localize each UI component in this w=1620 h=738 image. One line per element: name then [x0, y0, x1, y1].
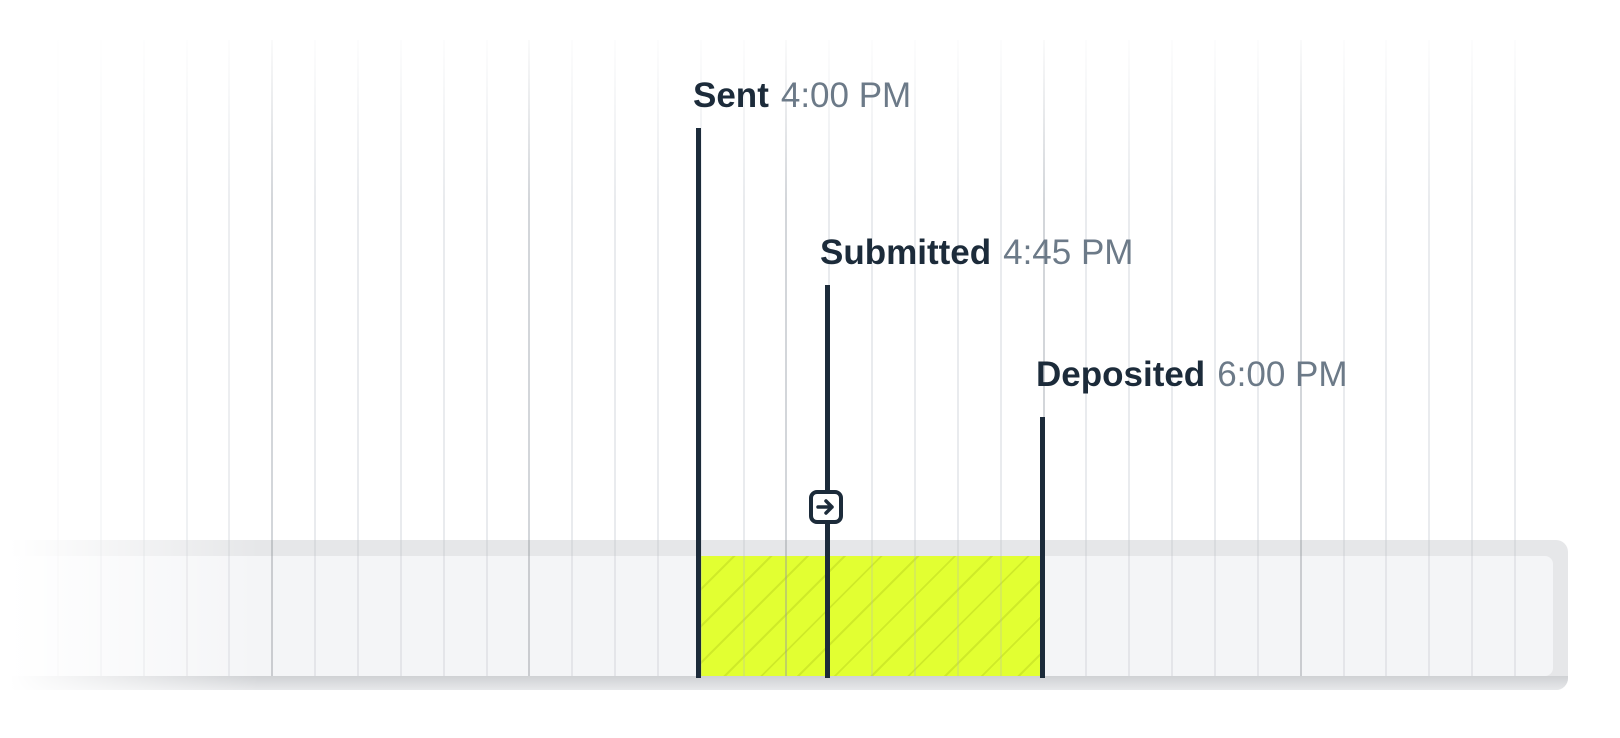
event-name: Deposited — [1036, 355, 1206, 394]
gridline — [486, 40, 488, 680]
gridline — [1471, 540, 1473, 676]
gridline — [1343, 540, 1345, 676]
event-time: 4:00 PM — [780, 76, 912, 115]
gridline — [271, 40, 273, 680]
gridline — [400, 40, 402, 680]
left-fade — [0, 0, 260, 738]
gridline — [1385, 40, 1387, 680]
gridline — [314, 40, 316, 680]
gridline — [1471, 40, 1473, 680]
gridline — [1300, 540, 1302, 676]
arrow-right-icon — [809, 490, 843, 524]
gridline — [1300, 40, 1302, 680]
gridline — [1043, 40, 1045, 680]
gridline — [571, 540, 573, 676]
submitted-marker — [825, 285, 830, 678]
gridline — [785, 40, 787, 680]
gridline — [1428, 540, 1430, 676]
gridline — [1000, 540, 1002, 676]
gridline — [614, 40, 616, 680]
gridline — [657, 540, 659, 676]
gridline — [1385, 540, 1387, 676]
gridline — [271, 540, 273, 676]
gridline — [957, 40, 959, 680]
gridline — [528, 540, 530, 676]
gridline — [743, 40, 745, 680]
gridline — [785, 540, 787, 676]
gridline — [443, 40, 445, 680]
gridline — [1214, 40, 1216, 680]
gridline — [871, 540, 873, 676]
gridline — [1171, 540, 1173, 676]
gridline — [1343, 40, 1345, 680]
submitted-label: Submitted 4:45 PM — [820, 233, 1133, 273]
gridline — [1171, 40, 1173, 680]
gridline — [486, 540, 488, 676]
gridline — [914, 540, 916, 676]
gridline — [1428, 40, 1430, 680]
gridline — [1085, 540, 1087, 676]
gridline — [1085, 40, 1087, 680]
top-fade — [0, 0, 1620, 200]
gridline — [400, 540, 402, 676]
gridline — [1128, 540, 1130, 676]
gridline — [1000, 40, 1002, 680]
deposited-label: Deposited 6:00 PM — [1036, 355, 1348, 395]
sent-marker — [696, 128, 701, 678]
gridline — [1514, 540, 1516, 676]
sent-label: Sent 4:00 PM — [693, 76, 911, 116]
gridline — [1128, 40, 1130, 680]
timeline-track-shadow — [0, 676, 1568, 690]
gridline — [743, 540, 745, 676]
gridline — [571, 40, 573, 680]
gridline — [1514, 40, 1516, 680]
gridline — [957, 540, 959, 676]
gridline — [528, 40, 530, 680]
gridline — [914, 40, 916, 680]
event-name: Sent — [693, 76, 769, 115]
gridline — [871, 40, 873, 680]
gridline — [443, 540, 445, 676]
gridline — [1257, 40, 1259, 680]
gridline — [357, 40, 359, 680]
gridline — [1214, 540, 1216, 676]
event-time: 6:00 PM — [1217, 355, 1348, 394]
gridline — [1257, 540, 1259, 676]
gridline — [700, 540, 702, 676]
gridline — [614, 540, 616, 676]
deposited-marker — [1040, 417, 1045, 678]
event-name: Submitted — [820, 233, 992, 272]
event-time: 4:45 PM — [1003, 233, 1134, 272]
gridline — [700, 40, 702, 680]
processing-window-highlight — [699, 556, 1042, 676]
gridline — [357, 540, 359, 676]
gridline — [657, 40, 659, 680]
gridline — [314, 540, 316, 676]
